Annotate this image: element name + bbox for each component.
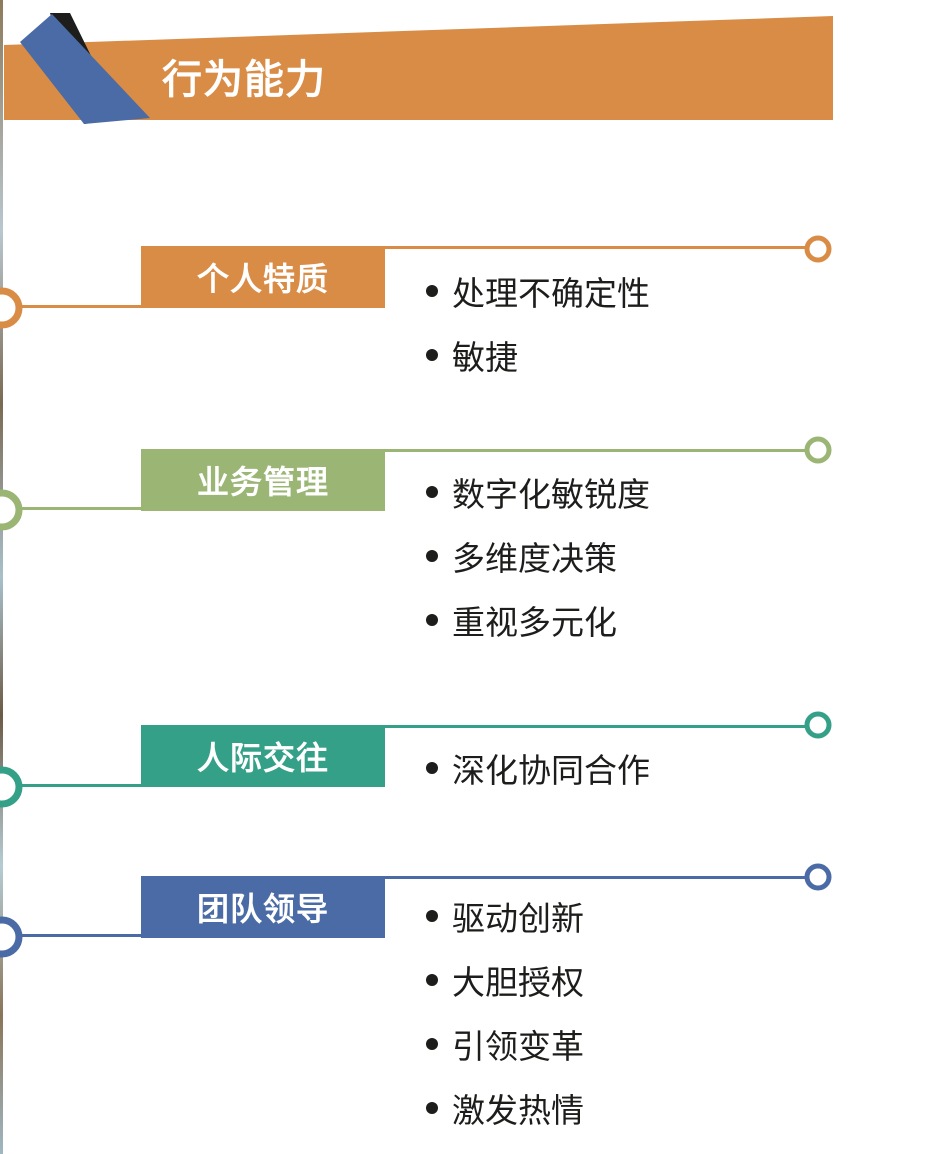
bullet-icon [426,1102,438,1114]
title-banner [4,16,833,120]
page-title: 行为能力 [162,57,326,103]
list-item: 数字化敏锐度 [426,470,650,514]
connector-node-right [804,436,832,464]
category-label: 人际交往 [141,725,385,787]
bullet-icon [426,1038,438,1050]
connector-node-left [0,489,23,531]
category-label: 个人特质 [141,246,385,308]
list-item: 处理不确定性 [426,269,650,313]
connector-node-right [804,863,832,891]
list-item-text: 处理不确定性 [452,274,650,313]
connector-node-left [0,287,23,329]
bullet-icon [426,550,438,562]
bullet-icon [426,349,438,361]
connector-node-right [804,235,832,263]
list-item-text: 深化协同合作 [452,751,650,790]
bullet-icon [426,910,438,922]
list-item-text: 多维度决策 [452,539,617,578]
list-item-text: 数字化敏锐度 [452,475,650,514]
bullet-icon [426,614,438,626]
connector-node-right [804,711,832,739]
list-item-text: 激发热情 [452,1091,584,1130]
list-item: 重视多元化 [426,598,617,642]
connector-node-left [0,916,23,958]
list-item: 多维度决策 [426,534,617,578]
bullet-icon [426,974,438,986]
list-item: 激发热情 [426,1086,584,1130]
bullet-icon [426,762,438,774]
list-item-text: 驱动创新 [452,899,584,938]
title-banner-ribbon [20,14,150,124]
list-item: 敏捷 [426,333,518,377]
left-edge-strip [0,0,3,1154]
list-item: 引领变革 [426,1022,584,1066]
category-label: 团队领导 [141,876,385,938]
list-item: 大胆授权 [426,958,584,1002]
list-item: 驱动创新 [426,894,584,938]
list-item-text: 引领变革 [452,1027,584,1066]
bullet-icon [426,486,438,498]
list-item-text: 大胆授权 [452,963,584,1002]
list-item-text: 敏捷 [452,338,518,377]
list-item-text: 重视多元化 [452,603,617,642]
list-item: 深化协同合作 [426,746,650,790]
bullet-icon [426,285,438,297]
category-label: 业务管理 [141,449,385,511]
connector-node-left [0,766,23,808]
